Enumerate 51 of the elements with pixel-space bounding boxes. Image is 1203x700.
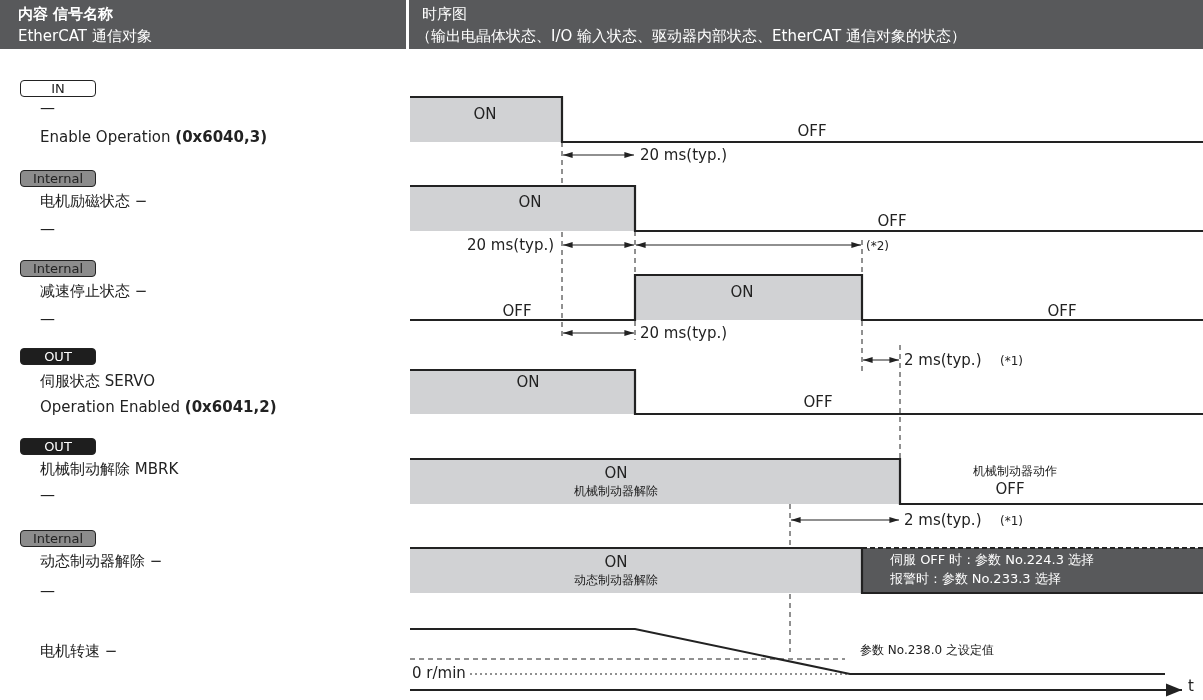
note-mark: (*2) xyxy=(866,238,889,255)
object-name: — xyxy=(40,99,55,117)
note-mark: (*1) xyxy=(1000,353,1023,370)
signal-type-badge: Internal xyxy=(20,530,96,547)
axis-label: 0 r/min xyxy=(412,664,466,682)
signal-type-badge: OUT xyxy=(20,438,96,455)
parameter-note: 伺服 OFF 时 : 参数 No.224.3 选择 xyxy=(890,552,1095,568)
object-name: — xyxy=(40,220,55,238)
object-name: Enable Operation (0x6040,3) xyxy=(40,128,267,146)
signal-name: 电机励磁状态 − xyxy=(40,192,148,210)
object-name: Operation Enabled (0x6041,2) xyxy=(40,398,277,416)
signal-name: 减速停止状态 − xyxy=(40,282,148,300)
signal-type-badge: Internal xyxy=(20,170,96,187)
object-name: — xyxy=(40,486,55,504)
column-header: （输出电晶体状态、I/O 输入状态、驱动器内部状态、EtherCAT 通信对象的状态） xyxy=(416,27,966,45)
note-mark: (*1) xyxy=(1000,513,1023,530)
state-label: OFF xyxy=(995,480,1025,498)
timing-label: 20 ms(typ.) xyxy=(640,146,728,164)
column-header: 时序图 xyxy=(422,5,467,23)
signal-name: 伺服状态 SERVO xyxy=(40,372,156,390)
signal-type-badge: OUT xyxy=(20,348,96,365)
timing-label: 20 ms(typ.) xyxy=(467,236,555,254)
signal-name: 机械制动解除 MBRK xyxy=(40,460,179,478)
state-label: 机械制动器解除 xyxy=(574,483,658,500)
state-label: 动态制动器解除 xyxy=(574,572,658,589)
state-label: ON xyxy=(604,464,628,482)
axis-label: t xyxy=(1188,677,1194,695)
column-header: 内容 信号名称 xyxy=(18,5,114,23)
state-label: ON xyxy=(473,105,497,123)
state-label: OFF xyxy=(803,393,833,411)
state-label: 机械制动器动作 xyxy=(973,463,1057,480)
signal-name: 电机转速 − xyxy=(40,642,118,660)
state-label: ON xyxy=(604,553,628,571)
state-label: ON xyxy=(730,283,754,301)
timing-label: 2 ms(typ.) xyxy=(904,511,982,529)
timing-label: 20 ms(typ.) xyxy=(640,324,728,342)
column-header: EtherCAT 通信对象 xyxy=(18,27,152,45)
state-label: OFF xyxy=(877,212,907,230)
signal-type-badge: Internal xyxy=(20,260,96,277)
timing-label: 2 ms(typ.) xyxy=(904,351,982,369)
signal-name: 动态制动器解除 − xyxy=(40,552,163,570)
state-label: OFF xyxy=(1047,302,1077,320)
state-label: OFF xyxy=(797,122,827,140)
signal-type-badge: IN xyxy=(20,80,96,97)
object-name: — xyxy=(40,582,55,600)
state-label: ON xyxy=(518,193,542,211)
object-name: — xyxy=(40,310,55,328)
state-label: ON xyxy=(516,373,540,391)
state-label: OFF xyxy=(502,302,532,320)
parameter-note: 参数 No.238.0 之设定值 xyxy=(860,642,994,659)
parameter-note: 报警时 : 参数 No.233.3 选择 xyxy=(890,571,1061,587)
